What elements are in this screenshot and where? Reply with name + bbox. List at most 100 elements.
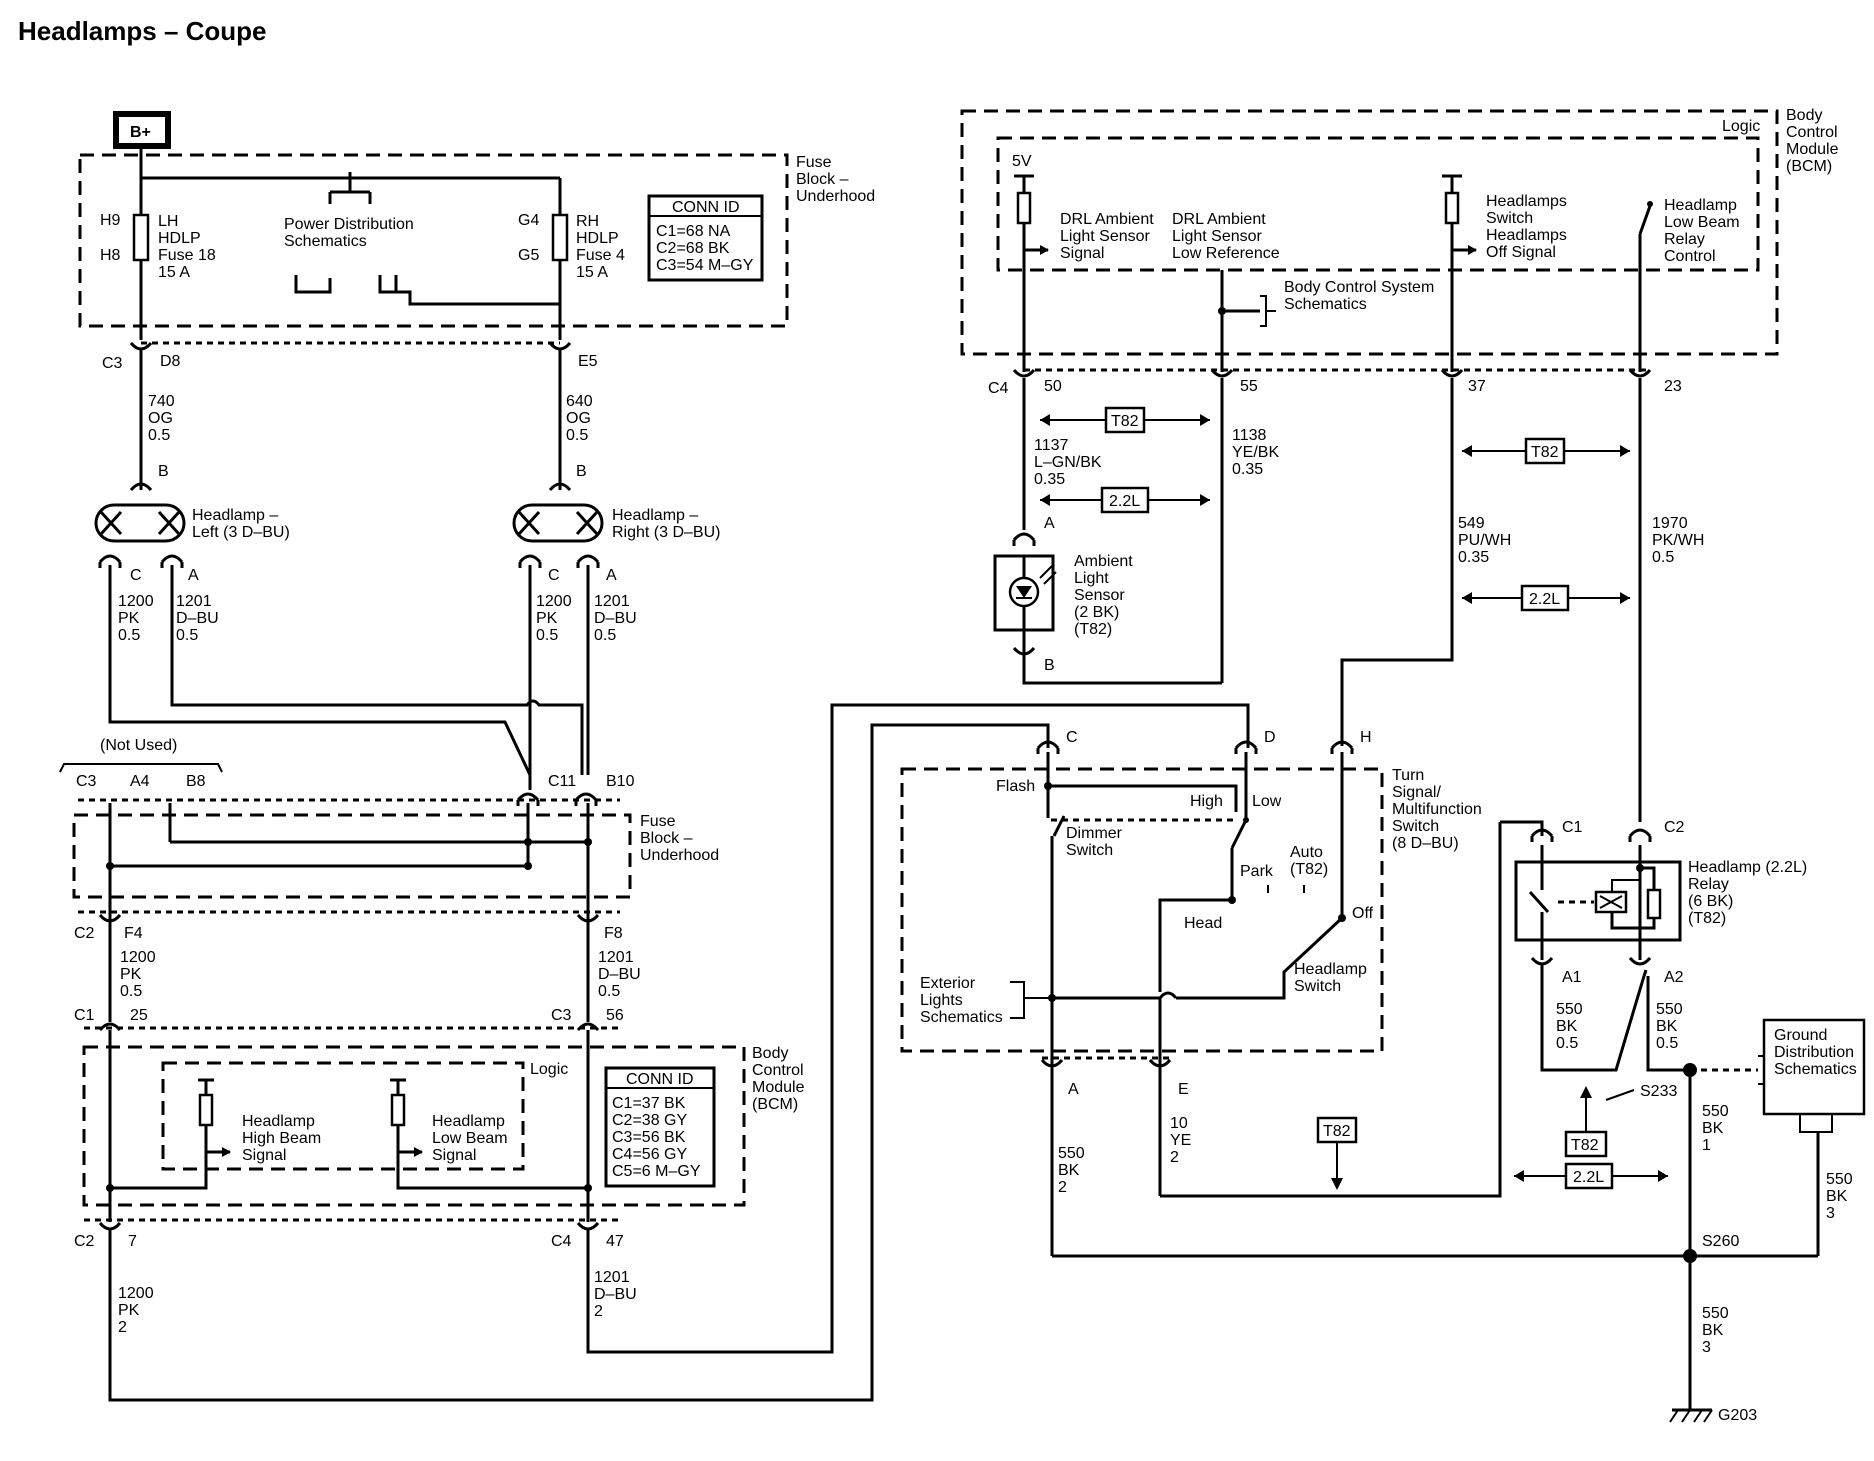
svg-text:Lights: Lights [920, 992, 963, 1009]
svg-text:Relay: Relay [1688, 876, 1729, 893]
svg-text:Ground: Ground [1774, 1027, 1827, 1044]
svg-text:2: 2 [594, 1303, 603, 1320]
svg-text:Light Sensor: Light Sensor [1172, 228, 1263, 245]
svg-text:550: 550 [1556, 1001, 1583, 1018]
svg-text:Module: Module [1786, 141, 1839, 158]
svg-text:Schematics: Schematics [1284, 296, 1367, 313]
svg-text:Low: Low [1252, 793, 1282, 810]
svg-text:1138: 1138 [1232, 427, 1267, 444]
svg-text:Off Signal: Off Signal [1486, 244, 1556, 261]
svg-text:BK: BK [1702, 1120, 1724, 1137]
svg-text:0.5: 0.5 [176, 627, 198, 644]
svg-text:A: A [1068, 1081, 1079, 1098]
svg-text:T82: T82 [1323, 1123, 1351, 1140]
tag-t82-4 [1564, 1130, 1608, 1158]
tag-t82-2 [1524, 437, 1566, 465]
svg-text:LH: LH [158, 213, 178, 230]
svg-text:PK: PK [536, 610, 558, 627]
svg-text:(8 D–BU): (8 D–BU) [1392, 835, 1459, 852]
drl-sensor-pullup [1016, 191, 1032, 225]
svg-text:0.5: 0.5 [120, 983, 142, 1000]
rh-hdlp-fuse [551, 213, 569, 262]
fuse-block-label-3: Underhood [796, 188, 875, 205]
svg-text:47: 47 [606, 1233, 624, 1250]
svg-text:0.35: 0.35 [1458, 549, 1489, 566]
svg-text:F8: F8 [604, 925, 623, 942]
bcm-lower: Logic Body Control Module (BCM) [82, 1045, 805, 1207]
svg-text:CONN ID: CONN ID [672, 199, 740, 216]
svg-text:0.5: 0.5 [118, 627, 140, 644]
svg-text:(BCM): (BCM) [1786, 158, 1832, 175]
conn-id-table-lower: CONN ID C1=37 BK C2=38 GY C3=56 BK C4=56… [604, 1066, 716, 1188]
connector-e5 [548, 341, 572, 351]
svg-text:C3=54 M–GY: C3=54 M–GY [656, 257, 754, 274]
power-distribution-label-2: Schematics [284, 233, 367, 250]
svg-text:56: 56 [606, 1007, 624, 1024]
svg-text:0.35: 0.35 [1232, 461, 1263, 478]
svg-text:15 A: 15 A [158, 264, 190, 281]
svg-text:Turn: Turn [1392, 767, 1424, 784]
not-used-label: (Not Used) [100, 737, 177, 754]
fuse-block-underhood-top: Fuse Block – Underhood [78, 153, 875, 328]
svg-text:HDLP: HDLP [158, 230, 201, 247]
svg-text:YE/BK: YE/BK [1232, 444, 1279, 461]
diagram-title: Headlamps – Coupe [18, 16, 267, 46]
svg-text:Low Reference: Low Reference [1172, 245, 1280, 262]
svg-text:(T82): (T82) [1688, 910, 1726, 927]
svg-text:550: 550 [1656, 1001, 1683, 1018]
svg-text:B+: B+ [130, 124, 151, 141]
svg-text:Low Beam: Low Beam [1664, 214, 1740, 231]
svg-text:C1=37 BK: C1=37 BK [612, 1095, 686, 1112]
svg-text:PK/WH: PK/WH [1652, 532, 1704, 549]
svg-text:0.5: 0.5 [598, 983, 620, 1000]
svg-text:PK: PK [118, 1302, 140, 1319]
svg-text:E: E [1178, 1081, 1189, 1098]
svg-text:D8: D8 [160, 353, 181, 370]
fuse-block-underhood-lower: Fuse Block – Underhood [72, 813, 719, 899]
svg-text:C2=38 GY: C2=38 GY [612, 1112, 687, 1129]
svg-text:1201: 1201 [176, 593, 212, 610]
svg-text:Schematics: Schematics [1774, 1061, 1857, 1078]
svg-text:Switch: Switch [1294, 978, 1341, 995]
svg-text:BK: BK [1656, 1018, 1678, 1035]
svg-text:1201: 1201 [594, 1269, 630, 1286]
svg-text:Ambient: Ambient [1074, 553, 1133, 570]
svg-text:Headlamp: Headlamp [432, 1113, 505, 1130]
tag-22l-1 [1100, 486, 1150, 514]
svg-text:(6 BK): (6 BK) [1688, 893, 1733, 910]
svg-text:G4: G4 [518, 212, 539, 229]
svg-text:Body: Body [752, 1045, 788, 1062]
svg-text:T82: T82 [1571, 1137, 1599, 1154]
svg-text:G203: G203 [1718, 1407, 1757, 1424]
svg-text:740: 740 [148, 393, 175, 410]
svg-text:2: 2 [118, 1319, 127, 1336]
svg-text:Exterior: Exterior [920, 975, 976, 992]
svg-text:Auto: Auto [1290, 844, 1323, 861]
svg-text:CONN ID: CONN ID [626, 1071, 694, 1088]
svg-text:G5: G5 [518, 247, 539, 264]
bcm-upper: Logic Body Control Module (BCM) [960, 107, 1839, 356]
svg-text:0.35: 0.35 [1034, 471, 1065, 488]
headlamp-left: Headlamp – Left (3 D–BU) [94, 503, 290, 543]
power-distribution-label-1: Power Distribution [284, 216, 414, 233]
svg-text:C1: C1 [1562, 819, 1583, 836]
svg-text:Body: Body [1786, 107, 1822, 124]
headlamp-right: Headlamp – Right (3 D–BU) [512, 503, 720, 543]
svg-text:RH: RH [576, 213, 599, 230]
svg-text:1200: 1200 [120, 949, 156, 966]
svg-text:E5: E5 [578, 353, 598, 370]
svg-text:Headlamp (2.2L): Headlamp (2.2L) [1688, 859, 1807, 876]
svg-text:C3=56 BK: C3=56 BK [612, 1129, 686, 1146]
svg-text:Control: Control [1664, 248, 1716, 265]
svg-text:H8: H8 [100, 247, 121, 264]
svg-text:C3: C3 [76, 773, 97, 790]
svg-text:640: 640 [566, 393, 593, 410]
svg-text:(T82): (T82) [1290, 861, 1328, 878]
svg-text:L–GN/BK: L–GN/BK [1034, 454, 1102, 471]
svg-text:Underhood: Underhood [640, 847, 719, 864]
svg-text:YE: YE [1170, 1132, 1191, 1149]
svg-text:B8: B8 [186, 773, 206, 790]
ambient-light-sensor: Ambient Light Sensor (2 BK) (T82) [993, 553, 1133, 638]
conn-id-table-top: CONN ID C1=68 NA C2=68 BK C3=54 M–GY [647, 194, 764, 282]
